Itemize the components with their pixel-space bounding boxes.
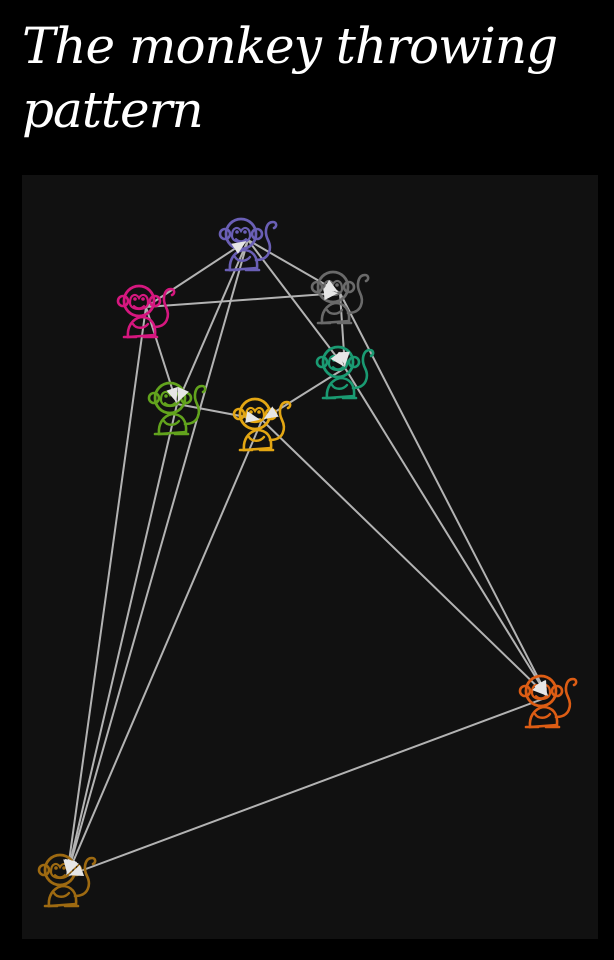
throw-edge-green-to-brown	[66, 403, 178, 877]
throw-edge-purple-to-teal	[247, 239, 346, 369]
throw-edge-yellow-to-brown	[66, 419, 263, 877]
arrowhead-green-to-yellow	[245, 411, 261, 423]
arrowhead-gray-to-teal	[337, 351, 350, 367]
arrowhead-gray-to-orange	[535, 680, 548, 696]
arrowhead-purple-to-green	[177, 386, 189, 403]
diagram-title: The monkey throwing pattern	[22, 17, 558, 139]
throw-edge-purple-to-green	[176, 239, 249, 405]
arrowhead-magenta-to-gray	[323, 288, 339, 301]
monkey-icon-yellow	[232, 397, 292, 452]
monkey-icon-purple	[218, 217, 278, 272]
arrowhead-yellow-to-brown	[67, 858, 79, 875]
arrowhead-magenta-to-purple	[231, 241, 247, 254]
throw-edge-purple-to-brown	[66, 239, 249, 877]
throw-edge-orange-to-brown	[66, 696, 549, 877]
throw-edge-magenta-to-brown	[66, 306, 147, 877]
monkey-icon-orange	[518, 674, 578, 729]
throw-edge-teal-to-orange	[344, 367, 549, 698]
arrowhead-teal-to-yellow	[263, 406, 279, 419]
throw-edge-yellow-to-orange	[261, 419, 549, 698]
arrowhead-magenta-to-green	[166, 386, 178, 403]
arrowhead-purple-to-gray	[323, 279, 339, 293]
throw-edge-gray-to-orange	[339, 292, 549, 698]
throw-edge-magenta-to-gray	[145, 292, 341, 308]
throw-edge-magenta-to-green	[145, 306, 178, 405]
arrowhead-orange-to-brown	[68, 864, 85, 877]
